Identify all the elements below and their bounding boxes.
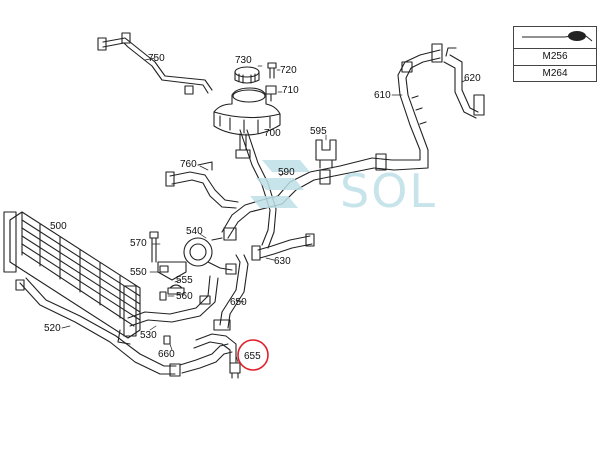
label-620: 620 [464, 73, 481, 84]
label-560: 560 [176, 291, 193, 302]
pipe-750 [97, 32, 213, 95]
label-700: 700 [264, 128, 281, 139]
label-555: 555 [176, 275, 193, 286]
hose-530 [127, 275, 219, 327]
label-610: 610 [374, 90, 391, 101]
label-540: 540 [186, 226, 203, 237]
sensor-710 [265, 85, 277, 102]
legend-row-m264: M264 [514, 65, 596, 82]
hose-760 [165, 161, 239, 209]
engine-legend: M256 M264 [513, 26, 597, 82]
leader-lines [61, 57, 467, 363]
hose-620 [443, 47, 485, 119]
part-labels: 750 730 720 710 700 595 610 620 760 590 … [44, 53, 481, 362]
engine-cover-icon [514, 27, 596, 49]
label-660: 660 [158, 349, 175, 360]
label-530: 530 [140, 330, 157, 341]
label-655: 655 [244, 351, 261, 362]
bracket-595 [315, 139, 337, 169]
label-500: 500 [50, 221, 67, 232]
hose-520 [15, 277, 181, 377]
label-520: 520 [44, 323, 61, 334]
label-650: 650 [230, 297, 247, 308]
bolt-720 [267, 62, 277, 79]
radiator-500 [3, 211, 141, 345]
cap-730 [234, 66, 260, 84]
label-720: 720 [280, 65, 297, 76]
bolt-570 [149, 231, 159, 263]
label-595: 595 [310, 126, 327, 137]
label-590: 590 [278, 167, 295, 178]
hose-630 [251, 233, 315, 261]
engine-cover-icon-svg [522, 31, 593, 42]
legend-row-m256: M256 [542, 51, 568, 62]
bracket-550 [157, 261, 187, 281]
expansion-tank-700 [213, 87, 281, 159]
watermark-text: SOL [340, 164, 437, 218]
label-750: 750 [148, 53, 165, 64]
label-550: 550 [130, 267, 147, 278]
label-710: 710 [282, 85, 299, 96]
watermark: SOL [250, 160, 437, 218]
label-570: 570 [130, 238, 147, 249]
clamp-655 [229, 362, 241, 379]
label-760: 760 [180, 159, 197, 170]
hose-660 [163, 333, 237, 374]
highlight-ring [237, 339, 269, 371]
clamp-555 [167, 284, 185, 295]
bolt-560 [159, 291, 167, 301]
pump-540 [183, 237, 237, 275]
label-730: 730 [235, 55, 252, 66]
hose-650 [213, 254, 249, 331]
label-630: 630 [274, 256, 291, 267]
hose-610 [371, 43, 443, 171]
